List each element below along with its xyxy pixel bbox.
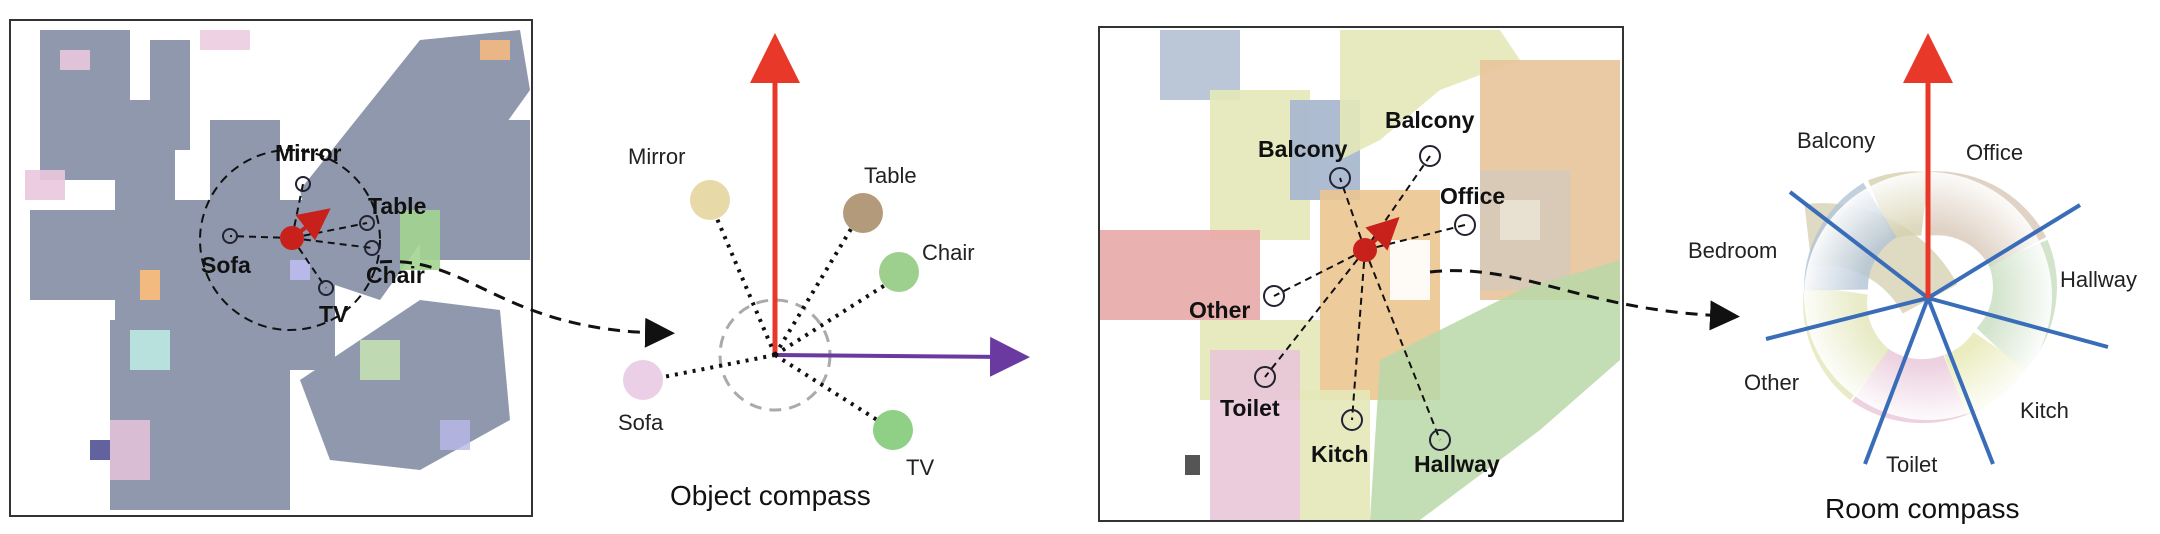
room-compass-caption: Room compass bbox=[1825, 493, 2020, 524]
room-compass-label-other: Other bbox=[1744, 370, 1799, 395]
room-map-label-hallway: Hallway bbox=[1414, 451, 1500, 477]
object-compass-panel: Mirror Table Chair Sofa TV Object compas… bbox=[618, 33, 1030, 511]
object-map-floorplan bbox=[25, 30, 530, 510]
object-map-label-chair: Chair bbox=[366, 262, 425, 288]
room-map-label-other: Other bbox=[1189, 297, 1250, 323]
object-map-label-sofa: Sofa bbox=[201, 252, 251, 278]
room-compass-label-office: Office bbox=[1966, 140, 2023, 165]
room-map-floorplan bbox=[1100, 30, 1620, 520]
room-compass-label-hallway: Hallway bbox=[2060, 267, 2137, 292]
room-map-label-office: Office bbox=[1440, 183, 1505, 209]
room-compass-label-balcony: Balcony bbox=[1797, 128, 1875, 153]
room-compass-dividers bbox=[1765, 190, 2109, 465]
room-compass-label-bedroom: Bedroom bbox=[1688, 238, 1777, 263]
room-map-label-toilet: Toilet bbox=[1220, 395, 1280, 421]
object-compass-dot-sofa bbox=[623, 360, 663, 400]
object-map-label-table: Table bbox=[368, 193, 426, 219]
object-map-range-circle bbox=[199, 149, 381, 331]
object-compass-dot-mirror bbox=[690, 180, 730, 220]
object-map-agent-heading bbox=[290, 208, 331, 241]
object-compass-dot-tv bbox=[873, 410, 913, 450]
object-compass-label-mirror: Mirror bbox=[628, 144, 685, 169]
object-compass-label-chair: Chair bbox=[922, 240, 975, 265]
room-map-panel: Balcony Balcony Office Other Toilet Kitc… bbox=[1098, 26, 1624, 522]
connector-arrow-rooms bbox=[1429, 269, 1740, 331]
object-compass-caption: Object compass bbox=[670, 480, 871, 511]
object-compass-dot-table bbox=[843, 193, 883, 233]
object-map-label-tv: TV bbox=[319, 301, 349, 327]
room-map-agent-heading bbox=[1363, 216, 1400, 252]
object-compass-reference-arrow bbox=[774, 336, 1030, 377]
object-compass-label-sofa: Sofa bbox=[618, 410, 664, 435]
object-map-label-mirror: Mirror bbox=[275, 140, 342, 166]
room-compass-label-toilet: Toilet bbox=[1886, 452, 1937, 477]
object-compass-label-tv: TV bbox=[906, 455, 934, 480]
object-map-panel: Mirror Table Sofa Chair TV bbox=[9, 19, 533, 517]
room-map-label-balcony-left: Balcony bbox=[1258, 136, 1348, 162]
object-compass-rays bbox=[647, 212, 895, 427]
object-compass-label-table: Table bbox=[864, 163, 917, 188]
room-compass-label-kitch: Kitch bbox=[2020, 398, 2069, 423]
room-map-targets bbox=[1254, 145, 1476, 451]
object-compass-dot-chair bbox=[879, 252, 919, 292]
room-compass-panel: Balcony Office Bedroom Hallway Other Kit… bbox=[1688, 33, 2137, 524]
room-map-label-kitch: Kitch bbox=[1311, 441, 1369, 467]
room-map-label-balcony-right: Balcony bbox=[1385, 107, 1475, 133]
object-map-targets bbox=[222, 176, 380, 296]
